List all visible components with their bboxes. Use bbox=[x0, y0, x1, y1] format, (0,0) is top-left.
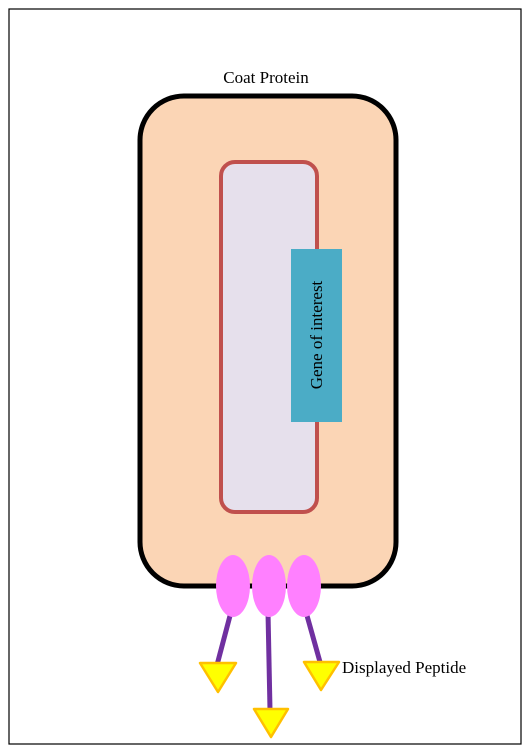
displayed-peptide-label: Displayed Peptide bbox=[342, 658, 466, 677]
display-protein-right bbox=[287, 555, 321, 617]
coat-protein-label: Coat Protein bbox=[223, 68, 309, 87]
gene-of-interest-label: Gene of interest bbox=[307, 280, 326, 389]
display-protein-left bbox=[216, 555, 250, 617]
peptide-linker-middle bbox=[268, 612, 270, 710]
gene-of-interest: Gene of interest bbox=[291, 249, 342, 422]
display-protein-middle bbox=[252, 555, 286, 617]
